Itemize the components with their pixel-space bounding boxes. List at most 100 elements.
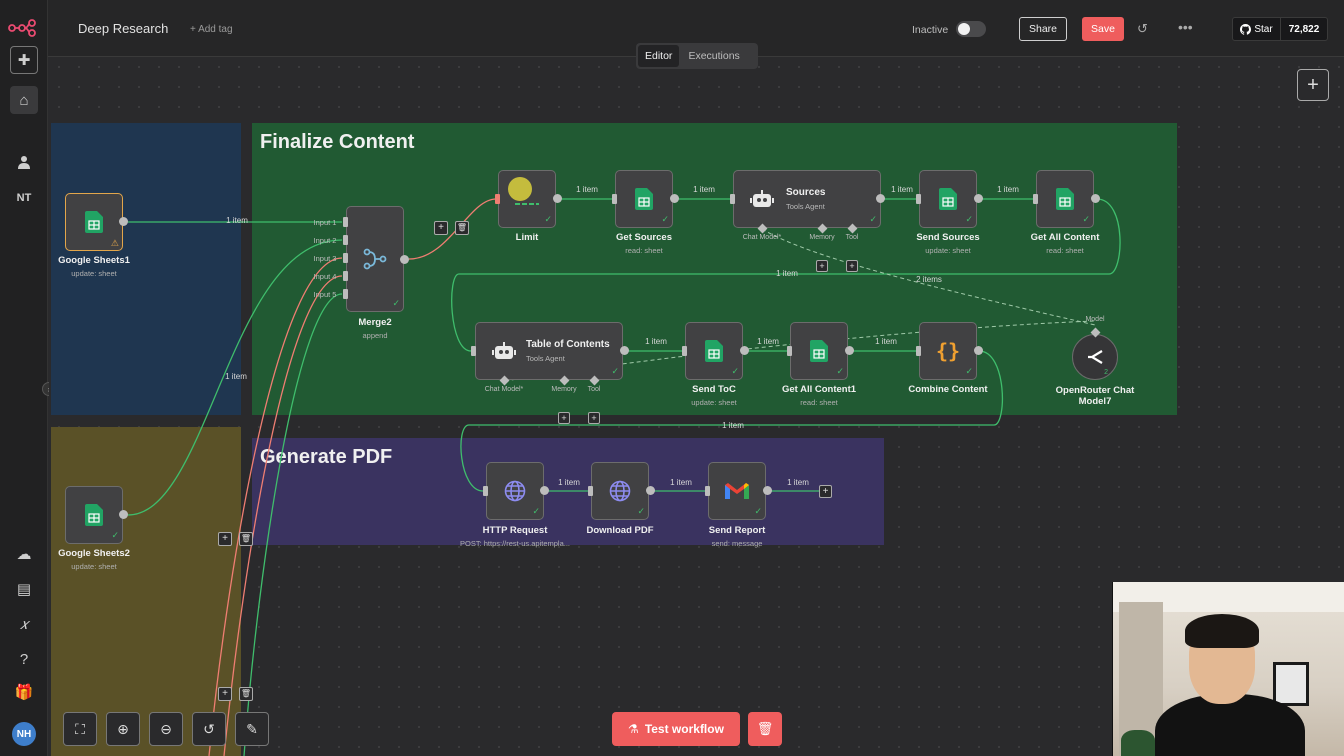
sticky-title-generate-pdf: Generate PDF: [260, 446, 393, 468]
node-subtitle: POST: https://rest-us.apitempla...: [459, 539, 571, 548]
output-port[interactable]: [119, 510, 128, 519]
output-port[interactable]: [974, 346, 983, 355]
input-port[interactable]: [343, 235, 348, 245]
output-port[interactable]: [740, 346, 749, 355]
input-port[interactable]: [612, 194, 617, 204]
add-tool-plus-icon[interactable]: +: [588, 412, 600, 424]
output-port[interactable]: [845, 346, 854, 355]
zoom-out-icon[interactable]: ⊖: [149, 712, 183, 746]
add-node-button[interactable]: +: [1297, 69, 1329, 101]
active-toggle[interactable]: [956, 21, 986, 37]
add-tool-plus-icon[interactable]: +: [846, 260, 858, 272]
node-get-sources[interactable]: ✓: [615, 170, 673, 228]
workflow-canvas[interactable]: Finalize Content Generate PDF: [49, 57, 1344, 756]
add-memory-plus-icon[interactable]: +: [816, 260, 828, 272]
fit-view-icon[interactable]: ⛶: [63, 712, 97, 746]
node-table-of-contents-agent[interactable]: Table of Contents Tools Agent ✓: [475, 322, 623, 380]
input-port[interactable]: [483, 486, 488, 496]
edge-label: 1 item: [645, 337, 667, 346]
output-port[interactable]: [1091, 194, 1100, 203]
node-send-toc[interactable]: ✓: [685, 322, 743, 380]
variables-icon[interactable]: 𝑥: [19, 615, 29, 633]
cloud-icon[interactable]: ☁: [16, 546, 32, 563]
output-port[interactable]: [540, 486, 549, 495]
node-get-all-content1[interactable]: ✓: [790, 322, 848, 380]
avatar[interactable]: NH: [12, 722, 36, 746]
add-node-plus-icon[interactable]: +: [218, 687, 232, 701]
help-icon[interactable]: ?: [19, 650, 29, 668]
github-star-widget[interactable]: Star 72,822: [1232, 17, 1328, 41]
node-send-sources[interactable]: ✓: [919, 170, 977, 228]
input-port[interactable]: [916, 194, 921, 204]
sticky-note-yellow[interactable]: [51, 427, 241, 756]
input-port[interactable]: [343, 271, 348, 281]
tab-executions[interactable]: Executions: [688, 50, 740, 62]
add-node-plus-icon[interactable]: +: [434, 221, 448, 235]
github-star-button[interactable]: Star: [1233, 18, 1281, 40]
gift-icon[interactable]: 🎁: [14, 684, 34, 701]
output-port[interactable]: [553, 194, 562, 203]
input-port[interactable]: [343, 289, 348, 299]
add-next-node-plus-icon[interactable]: +: [819, 485, 832, 498]
google-sheets-icon: [939, 188, 957, 210]
output-port[interactable]: [670, 194, 679, 203]
test-workflow-button[interactable]: ⚗ Test workflow: [612, 712, 740, 746]
node-sources-agent[interactable]: Sources Tools Agent ✓: [733, 170, 881, 228]
input-port[interactable]: [588, 486, 593, 496]
input-port[interactable]: [343, 217, 348, 227]
n8n-logo-icon[interactable]: [6, 16, 42, 40]
home-icon[interactable]: ⌂: [10, 86, 38, 114]
output-port[interactable]: [763, 486, 772, 495]
node-http-request[interactable]: ✓: [486, 462, 544, 520]
output-port[interactable]: [400, 255, 409, 264]
add-tag-link[interactable]: + Add tag: [190, 24, 233, 35]
workflow-title[interactable]: Deep Research: [78, 21, 169, 36]
share-button[interactable]: Share: [1019, 17, 1067, 41]
node-download-pdf[interactable]: ✓: [591, 462, 649, 520]
node-subtitle: append: [362, 331, 388, 340]
input-port[interactable]: [495, 194, 500, 204]
input-port[interactable]: [343, 253, 348, 263]
input-port[interactable]: [1033, 194, 1038, 204]
delete-connection-icon[interactable]: 🗑: [239, 532, 253, 546]
node-openrouter-chat-model7[interactable]: 2: [1072, 334, 1118, 380]
output-port[interactable]: [646, 486, 655, 495]
output-port[interactable]: [119, 217, 128, 226]
tab-editor[interactable]: Editor: [638, 45, 680, 67]
node-limit[interactable]: ✓: [498, 170, 556, 228]
sticky-note-blue[interactable]: [51, 123, 241, 415]
add-memory-plus-icon[interactable]: +: [558, 412, 570, 424]
output-port[interactable]: [620, 346, 629, 355]
input-port[interactable]: [705, 486, 710, 496]
delete-connection-icon[interactable]: 🗑: [455, 221, 469, 235]
reset-zoom-icon[interactable]: ↺: [192, 712, 226, 746]
add-node-plus-icon[interactable]: +: [218, 532, 232, 546]
input-port[interactable]: [730, 194, 735, 204]
zoom-in-icon[interactable]: ⊕: [106, 712, 140, 746]
tidy-up-icon[interactable]: ✎: [235, 712, 269, 746]
templates-icon[interactable]: ▤: [16, 581, 32, 598]
node-google-sheets2[interactable]: ✓: [65, 486, 123, 544]
node-combine-content[interactable]: {} ✓: [919, 322, 977, 380]
node-google-sheets1[interactable]: ⚠: [65, 193, 123, 251]
input-port[interactable]: [471, 346, 476, 356]
output-port[interactable]: [974, 194, 983, 203]
node-label: Merge2: [358, 317, 392, 328]
project-nt[interactable]: NT: [16, 192, 32, 204]
node-get-all-content[interactable]: ✓: [1036, 170, 1094, 228]
node-subtitle: update: sheet: [71, 269, 117, 278]
more-options-icon[interactable]: •••: [1178, 19, 1193, 35]
node-merge2[interactable]: ✓: [346, 206, 404, 312]
clear-execution-trash-icon[interactable]: 🗑: [748, 712, 782, 746]
input-port[interactable]: [916, 346, 921, 356]
history-icon[interactable]: ↺: [1137, 21, 1148, 36]
delete-connection-icon[interactable]: 🗑: [239, 687, 253, 701]
save-button[interactable]: Save: [1082, 17, 1124, 41]
node-send-report[interactable]: ✓: [708, 462, 766, 520]
input-port[interactable]: [787, 346, 792, 356]
input-port[interactable]: [682, 346, 687, 356]
create-plus-icon[interactable]: ✚: [10, 46, 38, 74]
output-port[interactable]: [876, 194, 885, 203]
edge-label: 1 item: [875, 337, 897, 346]
user-icon[interactable]: [10, 148, 38, 176]
